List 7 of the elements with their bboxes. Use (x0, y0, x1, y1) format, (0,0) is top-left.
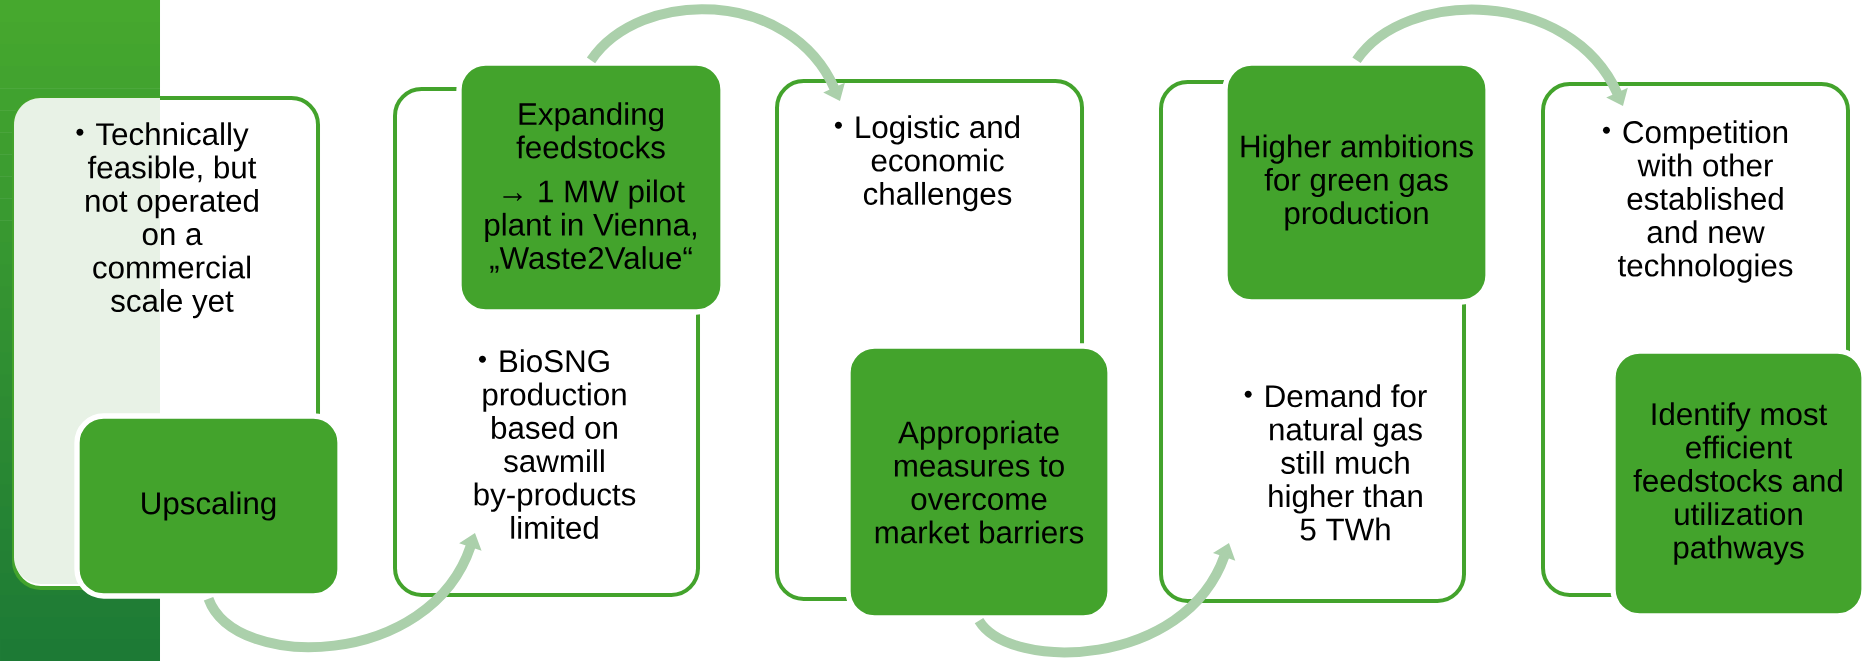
label-box: Upscaling (74, 413, 343, 599)
label-box: Higher ambitions for green gas production (1222, 60, 1491, 305)
curved-arrow (587, 4, 845, 101)
label-box: Identify most efficient feedstocks and utilization pathways (1610, 348, 1866, 619)
label-box: Expanding feedstocks → 1 MW pilot plant in Vienna, „Waste2Value“ (456, 60, 726, 315)
curved-arrow (1352, 5, 1628, 106)
label-box: Appropriate measures to overcome market barriers (845, 343, 1113, 621)
